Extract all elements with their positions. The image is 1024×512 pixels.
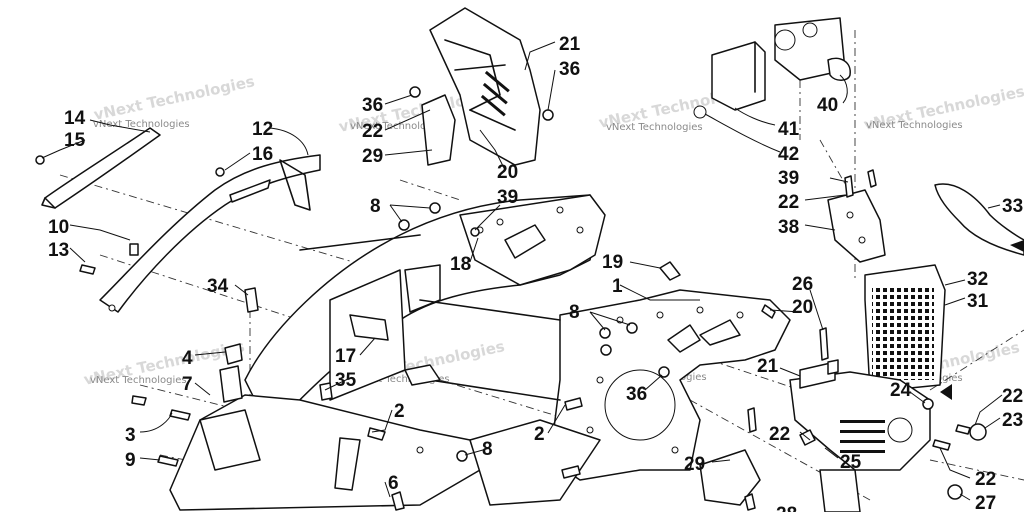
callout-6: 6: [388, 473, 399, 494]
callout-22b: 22: [778, 192, 799, 213]
callout-24: 24: [890, 380, 912, 401]
callout-19: 19: [602, 252, 623, 273]
callout-35: 35: [335, 370, 357, 391]
callout-15: 15: [64, 130, 86, 151]
callout-33: 33: [1002, 196, 1023, 217]
mount-bracket-38: [827, 189, 886, 263]
callout-23: 23: [1002, 410, 1023, 431]
watermark-3: vNext Technologies: [606, 122, 703, 133]
callout-22e: 22: [975, 469, 996, 490]
callout-16: 16: [252, 144, 273, 165]
callout-38: 38: [778, 217, 799, 238]
watermark-1: vNext Technologies: [93, 119, 190, 130]
callout-8b: 8: [569, 302, 580, 323]
rear-bumper-bar: [41, 127, 161, 209]
callout-21b: 21: [757, 356, 779, 377]
callout-41: 41: [778, 119, 800, 140]
callout-21a: 21: [559, 34, 581, 55]
callout-labels: 14 15 12 16 10 13 34 4 7 3 9 17 35 2 6 8…: [48, 34, 1023, 512]
callout-1: 1: [612, 276, 623, 297]
callout-25: 25: [840, 452, 862, 473]
electrical-box: [693, 17, 851, 119]
watermark-6: vNext Technologies: [353, 374, 450, 385]
watermark-2: vNext Technologies: [350, 121, 447, 132]
callout-8a: 8: [370, 196, 381, 217]
callout-18: 18: [450, 254, 471, 275]
callout-34: 34: [207, 276, 229, 297]
callout-2a: 2: [394, 401, 405, 422]
callout-29b: 29: [684, 454, 705, 475]
callout-22a: 22: [362, 121, 383, 142]
watermark-4: vNext Technologies: [866, 120, 963, 131]
watermark-5: vNext Technologies: [90, 375, 187, 386]
callout-40: 40: [817, 95, 838, 116]
callout-12: 12: [252, 119, 273, 140]
callout-20b: 20: [792, 297, 813, 318]
callout-13: 13: [48, 240, 69, 261]
direction-arrows: [940, 240, 1024, 400]
callout-9: 9: [125, 450, 136, 471]
callout-28: 28: [776, 504, 797, 512]
callout-42: 42: [778, 144, 799, 165]
leader-lines: [41, 41, 1003, 501]
callout-14: 14: [64, 108, 86, 129]
rear-bumper-piece: [934, 183, 1024, 256]
callout-36b: 36: [559, 59, 580, 80]
svg-text:vNext Technologies: vNext Technologies: [92, 72, 256, 124]
callout-29a: 29: [362, 146, 383, 167]
front-bumper-bar: [99, 154, 321, 313]
callout-10: 10: [48, 217, 69, 238]
callout-26: 26: [792, 274, 813, 295]
steering-support-bracket: [421, 7, 541, 166]
callout-2b: 2: [534, 424, 545, 445]
callout-22c: 22: [1002, 386, 1023, 407]
callout-3: 3: [125, 425, 136, 446]
callout-7: 7: [182, 374, 193, 395]
callout-27: 27: [975, 493, 996, 512]
callout-39a: 39: [497, 187, 518, 208]
callout-8c: 8: [482, 439, 493, 460]
callout-20a: 20: [497, 162, 518, 183]
mesh-panel: [864, 264, 946, 393]
callout-31: 31: [967, 291, 989, 312]
callout-36c: 36: [626, 384, 647, 405]
callout-4: 4: [182, 348, 193, 369]
callout-39b: 39: [778, 168, 799, 189]
callout-22d: 22: [769, 424, 790, 445]
callout-32: 32: [967, 269, 988, 290]
callout-36a: 36: [362, 95, 383, 116]
callout-17: 17: [335, 346, 356, 367]
chassis-frame: [169, 194, 791, 511]
